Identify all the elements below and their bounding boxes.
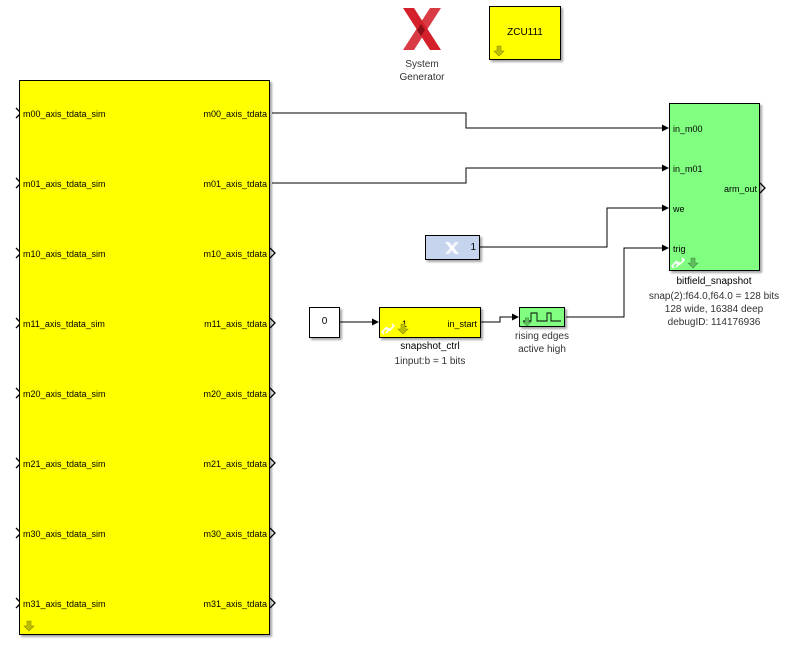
library-link-icon [671,257,685,269]
out-port-m20: m20_axis_tdata [203,389,267,399]
out-port-m11: m11_axis_tdata [204,319,267,329]
logo-caption-1: System [405,59,439,70]
wire-trig[interactable] [566,244,669,318]
out-port-m21: m21_axis_tdata [203,459,267,469]
arm-out-chevron [759,182,766,194]
in-port-m31: m31_axis_tdata_sim [23,599,106,609]
system-generator-token[interactable]: System Generator [392,6,452,86]
snapshot-ctrl-info: 1input:b = 1 bits [394,356,466,367]
mask-down-arrow-icon [687,257,699,269]
wire-in-start[interactable] [481,313,519,323]
in-port-m11: m11_axis_tdata_sim [23,319,105,329]
edge-detect-caption-1: rising edges [515,331,569,342]
rising-edge-pulse-icon [523,312,561,322]
bitfield-snapshot-info-3: debugID: 114176936 [667,317,761,328]
logo-caption-2: Generator [399,72,445,83]
in-port-m00: m00_axis_tdata_sim [23,109,106,119]
edge-detect-block[interactable] [519,307,565,327]
big-block-output-chevrons [269,247,276,609]
library-link-icon [381,323,395,335]
port-we: we [673,204,685,214]
snapshot-ctrl-block[interactable]: 1 in_start [379,307,481,338]
mask-down-arrow-icon [23,620,35,632]
bitfield-snapshot-name: bitfield_snapshot [676,276,752,287]
out-port-m00: m00_axis_tdata [203,109,267,119]
mask-down-arrow-icon [493,45,505,57]
xilinx-constant-block[interactable]: 1 [425,235,480,260]
out-port-m30: m30_axis_tdata [203,529,267,539]
mask-down-arrow-icon [397,323,409,335]
bitfield-snapshot-info-1: snap(2):f64.0,f64.0 = 128 bits [648,291,780,302]
constant-zero-block[interactable]: 0 [309,307,340,338]
bitfield-snapshot-block[interactable]: in_m00 in_m01 we trig arm_out [669,103,760,271]
xilinx-logo-icon [403,8,441,50]
in-port-m01: m01_axis_tdata_sim [23,179,106,189]
mask-down-arrow-icon [522,317,532,327]
port-in-m00: in_m00 [673,124,703,134]
port-arm-out: arm_out [723,184,757,194]
in-port-m21: m21_axis_tdata_sim [23,459,106,469]
xilinx-constant-value: 1 [470,242,476,253]
in-port-m20: m20_axis_tdata_sim [23,389,106,399]
adc-subsystem-block[interactable]: m00_axis_tdata_sim m01_axis_tdata_sim m1… [19,80,270,635]
edge-detect-caption-2: active high [518,344,566,355]
wire-m00[interactable] [272,112,669,132]
snapshot-ctrl-port-out: in_start [447,319,477,329]
in-port-m30: m30_axis_tdata_sim [23,529,106,539]
out-port-m10: m10_axis_tdata [203,249,267,259]
bitfield-snapshot-info-2: 128 wide, 16384 deep [664,304,764,315]
out-port-m31: m31_axis_tdata [203,599,267,609]
in-port-m10: m10_axis_tdata_sim [23,249,106,259]
out-port-m01: m01_axis_tdata [203,179,267,189]
wire-we[interactable] [480,204,669,248]
port-trig: trig [673,244,686,254]
port-in-m01: in_m01 [673,164,703,174]
zcu111-label: ZCU111 [507,27,543,38]
zcu111-block[interactable]: ZCU111 [489,6,561,60]
wire-m01[interactable] [272,164,669,184]
xilinx-watermark-icon [445,242,459,254]
snapshot-ctrl-name: snapshot_ctrl [400,341,460,352]
constant-zero-value: 0 [321,316,328,327]
